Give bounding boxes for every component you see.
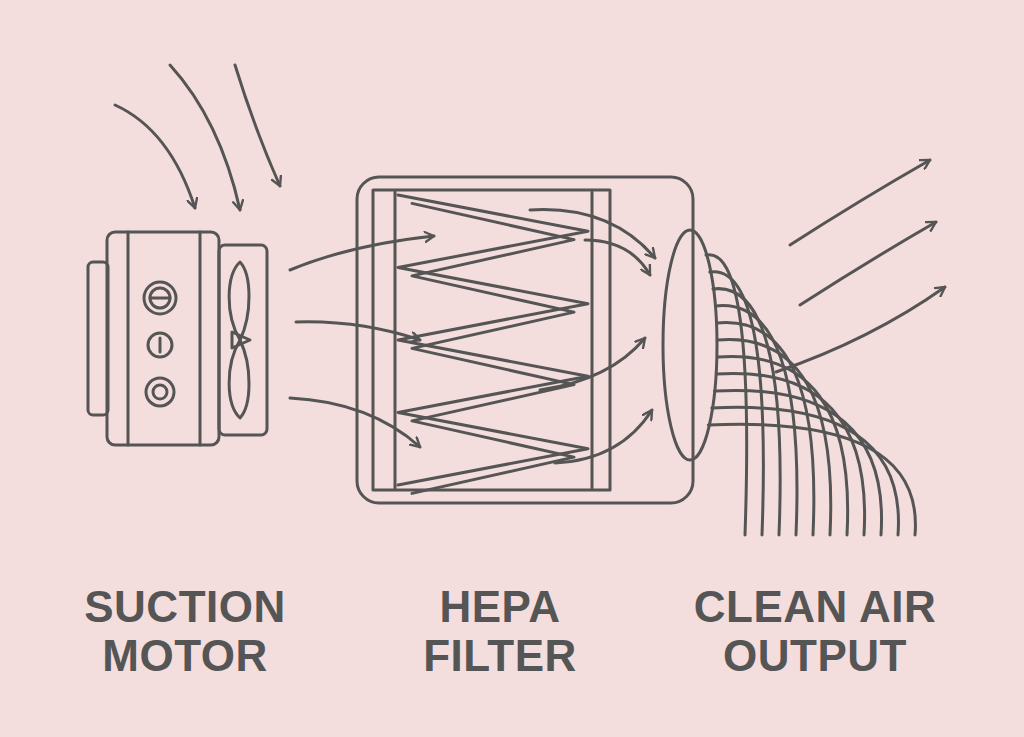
- part-label: CLEAN AIR OUTPUT: [683, 582, 948, 681]
- clean-air-output: [663, 160, 945, 535]
- filtered-air-arrows: [530, 210, 655, 463]
- hepa-filter: [357, 177, 693, 503]
- intake-arrows: [115, 65, 280, 210]
- part-label: HEPA FILTER: [368, 582, 633, 681]
- part-label: SUCTION MOTOR: [53, 582, 318, 681]
- suction-motor: [88, 232, 267, 445]
